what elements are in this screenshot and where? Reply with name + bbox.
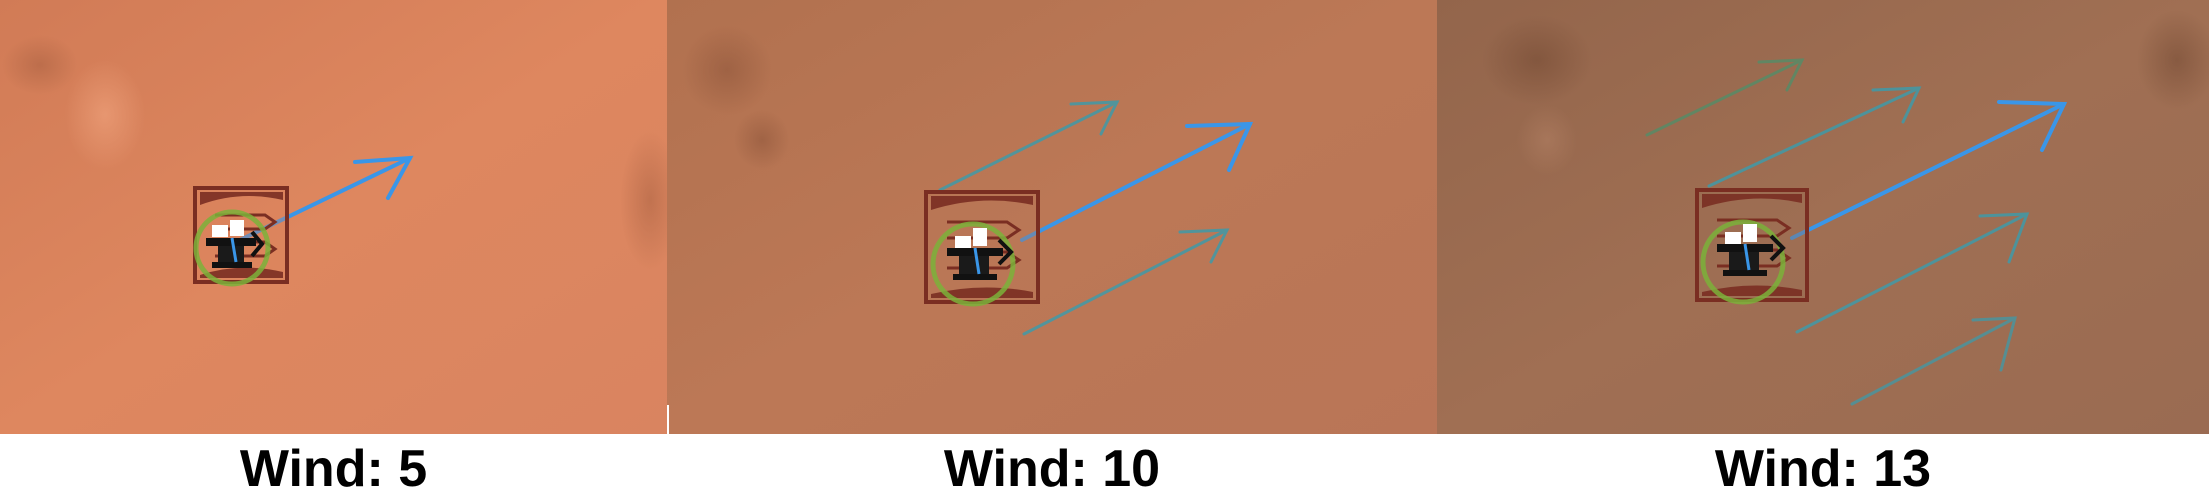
terrain-scene-2 [667,0,1437,434]
terrain-scene-1 [0,0,667,434]
lander-icon [947,228,1014,280]
landing-zone-icon [193,209,271,287]
lander-icon [1717,224,1786,276]
arrow-icon [1790,100,2068,240]
arrow-icon [1022,228,1230,336]
target-box-icon [924,190,1040,304]
terrain-highlight [1517,105,1577,175]
panel-wind-5 [0,0,667,434]
terrain-highlight [65,60,145,170]
terrain-shadow [2,35,78,95]
ground [667,0,1437,434]
arrow-icon [1795,212,2030,334]
terrain-shadow [1482,15,1592,105]
landing-zone-icon [930,221,1016,307]
terrain-shadow [682,25,772,115]
terrain-shadow [2137,10,2209,110]
arrow-icon [1020,121,1254,242]
arrow-icon [1707,86,1922,188]
panel-caption: Wind: 13 [1714,440,1932,498]
lander-icon [206,220,265,268]
arrow-icon [938,100,1120,192]
panel-wind-10 [667,0,1437,434]
arrow-icon [1850,316,2017,406]
panel-wind-13 [1437,0,2209,434]
arrow-icon [1645,58,1805,137]
terrain-scene-3 [1437,0,2209,434]
terrain-shadow [734,110,790,170]
landing-zone-icon [1700,219,1786,305]
panel-caption: Wind: 5 [239,440,428,498]
terrain-shadow [620,130,667,270]
panel-caption: Wind: 10 [943,440,1161,498]
